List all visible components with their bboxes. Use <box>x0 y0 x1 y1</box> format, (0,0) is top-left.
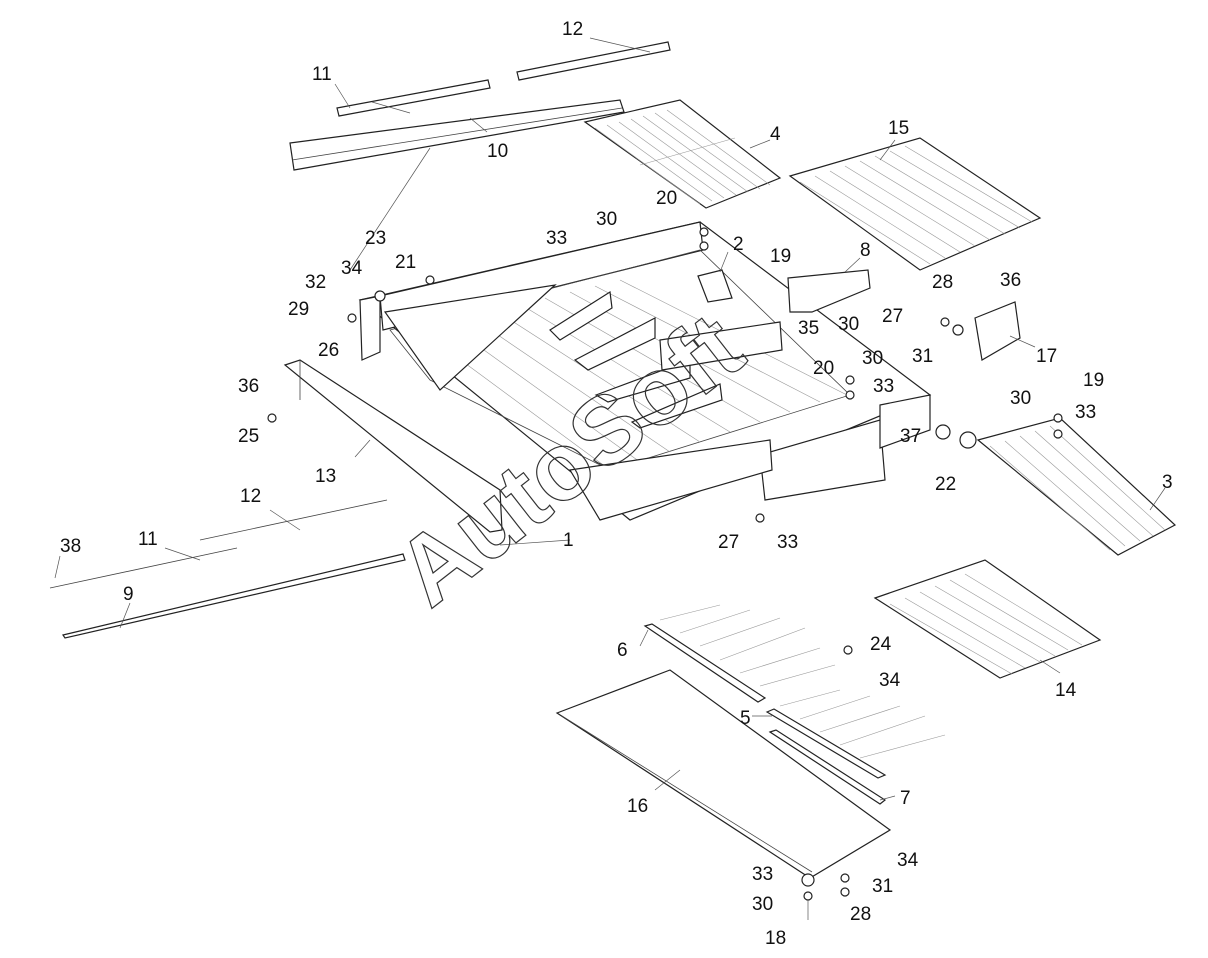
part-14-mesh <box>873 559 1102 679</box>
callout-33-b: 33 <box>873 376 894 397</box>
part-11-strip-top <box>336 79 491 117</box>
callout-29: 29 <box>288 299 309 320</box>
callout-35: 35 <box>798 318 819 339</box>
lower-strips <box>49 499 406 639</box>
part-12-strip-top <box>516 41 671 81</box>
callout-13: 13 <box>315 466 336 487</box>
callout-11-bottom: 11 <box>138 529 158 550</box>
callout-34-a: 34 <box>341 258 363 279</box>
callout-7: 7 <box>900 788 911 809</box>
part-1-main-frame <box>358 221 932 521</box>
callout-5: 5 <box>740 708 751 729</box>
callout-6: 6 <box>617 640 628 661</box>
callout-33-a: 33 <box>546 228 567 249</box>
callout-30-d: 30 <box>1010 388 1031 409</box>
part-3-grate <box>976 417 1177 556</box>
callout-4: 4 <box>770 124 781 145</box>
callout-33-e: 33 <box>752 864 773 885</box>
callout-30-a: 30 <box>596 209 617 230</box>
part-6-comb <box>643 604 836 703</box>
callout-27-a: 27 <box>882 306 903 327</box>
callout-37: 37 <box>900 426 921 447</box>
callout-12-bottom: 12 <box>240 486 261 507</box>
part-13-side-plate <box>283 359 503 533</box>
callout-27-b: 27 <box>718 532 739 553</box>
callout-32: 32 <box>305 272 326 293</box>
part-8-comb <box>787 269 871 313</box>
callout-24: 24 <box>870 634 892 655</box>
divider-blades <box>549 290 783 429</box>
callout-12-top: 12 <box>562 19 583 40</box>
part-7-bar <box>768 729 887 805</box>
callout-21: 21 <box>395 252 416 273</box>
part-2-bracket <box>697 269 733 303</box>
part-4-grate <box>583 99 782 209</box>
callout-30-c: 30 <box>862 348 883 369</box>
callout-8: 8 <box>860 240 871 261</box>
callout-3: 3 <box>1162 472 1173 493</box>
callout-2: 2 <box>733 234 744 255</box>
callout-26: 26 <box>318 340 339 361</box>
callout-30-e: 30 <box>752 894 773 915</box>
callout-28-b: 28 <box>850 904 871 925</box>
callout-33-d: 33 <box>777 532 798 553</box>
fasteners <box>267 227 1063 901</box>
part-15-mesh <box>788 137 1042 271</box>
callout-22: 22 <box>935 474 956 495</box>
callout-15: 15 <box>888 118 909 139</box>
callout-36-b: 36 <box>1000 270 1021 291</box>
callout-19-b: 19 <box>1083 370 1104 391</box>
part-10-strip <box>289 99 625 171</box>
part-5-comb <box>765 689 946 779</box>
callout-38: 38 <box>60 536 81 557</box>
part-17-comb <box>974 301 1021 361</box>
callout-30-b: 30 <box>838 314 859 335</box>
part-16-tray <box>555 669 892 879</box>
callout-34-b: 34 <box>879 670 901 691</box>
leader-lines <box>54 37 1166 920</box>
callout-19-a: 19 <box>770 246 791 267</box>
callout-18: 18 <box>765 928 786 949</box>
callout-20-a: 20 <box>656 188 677 209</box>
callout-17: 17 <box>1036 346 1057 367</box>
callout-34-c: 34 <box>897 850 919 871</box>
callout-9: 9 <box>123 584 134 605</box>
callout-28-a: 28 <box>932 272 953 293</box>
callout-23: 23 <box>365 228 386 249</box>
callout-36-a: 36 <box>238 376 259 397</box>
callout-14: 14 <box>1055 680 1077 701</box>
callout-31-a: 31 <box>912 346 933 367</box>
callout-16: 16 <box>627 796 648 817</box>
callout-31-b: 31 <box>872 876 893 897</box>
callout-10: 10 <box>487 141 508 162</box>
callout-labels: 1 2 3 4 5 6 7 8 9 10 11 11 12 12 13 14 1… <box>60 19 1173 949</box>
callout-20-b: 20 <box>813 358 834 379</box>
callout-25: 25 <box>238 426 259 447</box>
callout-1: 1 <box>563 530 574 551</box>
callout-11-top: 11 <box>312 64 332 85</box>
callout-33-c: 33 <box>1075 402 1096 423</box>
